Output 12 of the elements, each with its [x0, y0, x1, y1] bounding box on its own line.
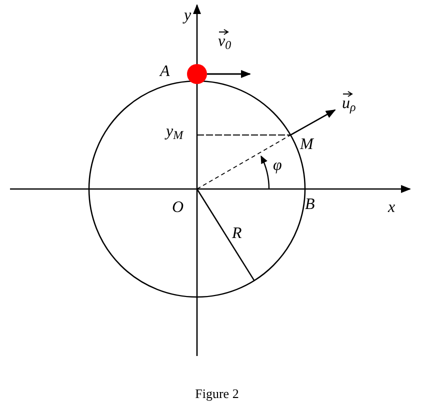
vector-label: v$_{0}$	[218, 34, 232, 50]
point-label: M	[300, 137, 314, 153]
point-label: O	[172, 200, 184, 216]
caption: Figure 2	[194, 385, 240, 403]
length-label: R	[232, 226, 242, 242]
axis-label: y	[184, 8, 192, 24]
coordinate-label: y$_{M}$	[166, 124, 184, 140]
point-label: B	[305, 197, 315, 213]
vector-label: u$_{ρ}$	[342, 96, 356, 112]
axis-label: x	[388, 200, 396, 216]
point-label: A	[160, 64, 170, 80]
angle-label: φ	[273, 158, 282, 174]
